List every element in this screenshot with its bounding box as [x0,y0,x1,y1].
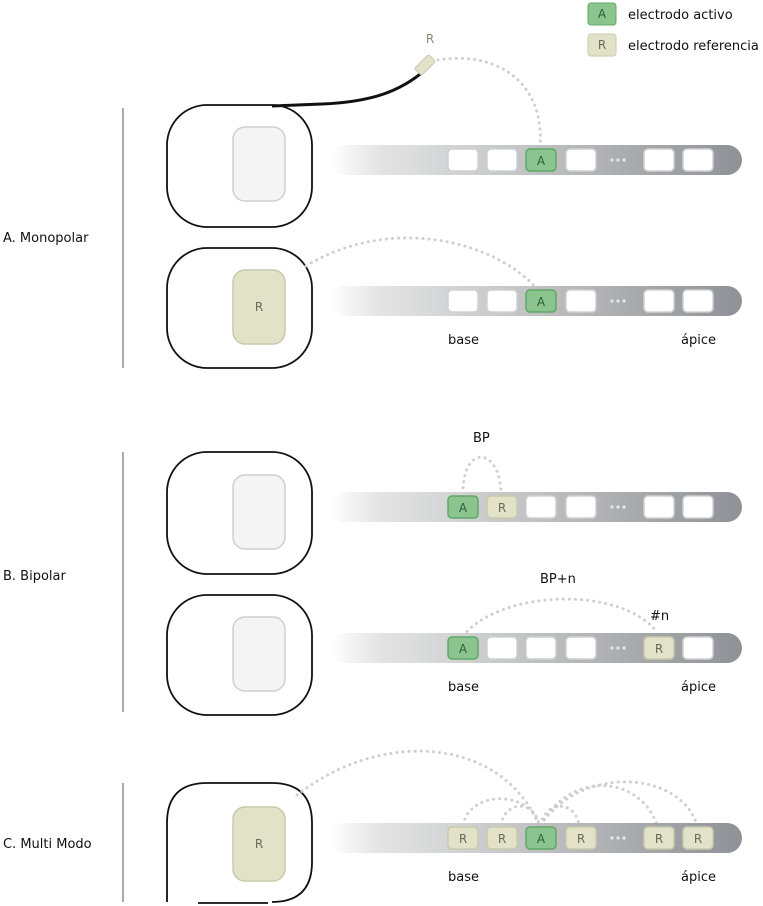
electrode-contact [565,636,597,660]
electrode-contact [486,289,518,313]
legend-active-swatch [587,2,617,26]
electrode-contact [682,636,714,660]
array-ellipsis-dot [616,158,620,162]
label-base-a: base [448,333,479,348]
lead-wire [271,68,426,108]
electrode-active-letter: A [537,295,546,309]
legend-reference-swatch [587,33,617,57]
section-title-monopolar: A. Monopolar [3,231,89,246]
array-ellipsis-dot [622,299,626,303]
electrode-contact [565,148,597,172]
electrode-contact [565,495,597,519]
electrode-active [525,826,557,850]
electrode-reference-letter: R [459,832,467,846]
electrode-active-letter: A [459,501,468,515]
label-apex-b: ápice [681,680,716,695]
multimodo-arc-r2 [499,804,541,827]
electrode-reference [486,495,518,519]
bipolar-n-arc [461,597,659,638]
electrode-active [525,148,557,172]
electrode-active-letter: A [459,642,468,656]
multimodo-arc-r4 [539,784,659,827]
implant-reference-letter-5: R [255,837,263,851]
electrode-reference-letter: R [577,832,585,846]
label-apex-c: ápice [681,870,716,885]
array-ellipsis-dot [616,646,620,650]
electrode-reference-letter: R [655,832,663,846]
electrode-reference [447,826,479,850]
electrode-contact [682,289,714,313]
array-ellipsis-dot [622,646,626,650]
monopolar-arc-1 [436,56,542,149]
legend: A electrodo activo R electrodo referenci… [587,2,759,57]
legend-reference-letter: R [598,38,606,52]
label-base-c: base [448,870,479,885]
array-ellipsis-dot [610,158,614,162]
legend-active-letter: A [598,7,607,21]
array-ellipsis-dot [610,505,614,509]
electrode-contact [682,495,714,519]
electrode-contact [643,289,675,313]
electrode-active-letter: A [537,154,546,168]
array-ellipsis-dot [622,836,626,840]
electrode-contact [447,148,479,172]
array-ellipsis-dot [622,158,626,162]
electrode-contact [643,495,675,519]
lead-reference-electrode [414,54,436,76]
monopolar-arc-2 [304,236,540,292]
array-ellipsis-dot [610,836,614,840]
label-n: #n [650,609,669,624]
multimodo-arc-implant [295,749,541,827]
array-ellipsis-dot [622,505,626,509]
implant-pad-1 [232,126,286,202]
bipolar-arc [461,455,503,496]
electrode-contact [447,289,479,313]
array-ellipsis-dot [616,505,620,509]
electrode-active [525,289,557,313]
legend-active-label: electrodo activo [628,8,733,23]
label-bpn: BP+n [540,572,576,587]
electrode-reference-letter: R [655,642,663,656]
implant-reference-pad-2 [232,269,286,345]
implant-pad-3 [232,474,286,550]
label-base-b: base [448,680,479,695]
electrode-reference [682,826,714,850]
implant-reference-letter-2: R [255,300,263,314]
electrode-active-letter: A [537,832,546,846]
electrode-arrays: A A A R A R R R A R R R [330,145,742,853]
electrode-reference-letter: R [498,832,506,846]
implant-pad-4 [232,616,286,692]
multimodo-arcs [295,749,699,827]
multimodo-arc-r1 [461,797,541,827]
implant-reference-pad-5 [232,806,286,882]
lead-reference-label: R [426,32,434,46]
electrode-contact [486,148,518,172]
electrode-reference [643,636,675,660]
electrode-contact [525,636,557,660]
electrode-contact [525,495,557,519]
array-ellipsis-dot [616,836,620,840]
electrode-contact [682,148,714,172]
electrode-reference-letter: R [694,832,702,846]
array-ellipsis-dot [610,299,614,303]
array-ellipsis-dot [610,646,614,650]
section-title-multimodo: C. Multi Modo [3,837,92,852]
electrode-active [447,495,479,519]
legend-reference-label: electrodo referencia [628,39,759,54]
electrode-reference-letter: R [498,501,506,515]
electrode-contact [486,636,518,660]
multimodo-arc-r5 [539,780,699,827]
electrode-active [447,636,479,660]
section-title-bipolar: B. Bipolar [3,569,66,584]
label-apex-a: ápice [681,333,716,348]
array-ellipsis-dot [616,299,620,303]
electrode-contact [643,148,675,172]
electrode-reference [643,826,675,850]
electrode-reference [565,826,597,850]
electrode-contact [565,289,597,313]
label-bp: BP [473,431,490,446]
electrode-reference [486,826,518,850]
